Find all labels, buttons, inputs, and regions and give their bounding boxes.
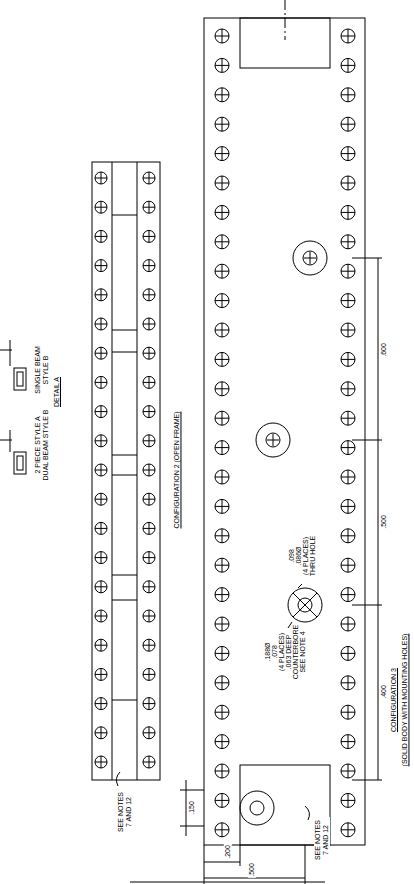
open-frame-body — [92, 162, 160, 786]
dimension-label: CONFIGURATION 2 (OPEN FRAME) — [173, 411, 181, 530]
dimension-label: SEE NOTE 4 — [299, 630, 307, 673]
dimension-label: STYLE B — [42, 355, 50, 386]
dimension-label: (SOLID BODY WITH MOUNTING HOLES) — [401, 633, 409, 768]
dimension-label: SEE NOTES 7 AND 12 — [117, 789, 133, 835]
dimension-label: SINGLE BEAM — [34, 345, 42, 394]
dimension-label: .400 — [380, 684, 388, 700]
dimension-label: DETAIL A — [53, 376, 61, 408]
dimension-label: DUAL BEAM STYLE B — [42, 409, 50, 482]
dimension-label: .500 — [380, 514, 388, 530]
dimension-label: SEE NOTES 7 AND 12 — [314, 817, 330, 863]
dimension-label: 2 PIECE STYLE A — [34, 415, 42, 474]
dimension-label: .200 — [224, 844, 232, 860]
detail-a — [0, 340, 26, 474]
solid-body — [180, 0, 382, 884]
dimension-label: .150 — [188, 800, 196, 816]
dimension-label: CONFIGURATION 3 — [390, 667, 398, 733]
dimension-label: .500 — [248, 862, 256, 878]
dimension-label: THRU HOLE — [309, 535, 317, 577]
dimension-label: .600 — [380, 342, 388, 358]
border-line — [130, 882, 325, 883]
